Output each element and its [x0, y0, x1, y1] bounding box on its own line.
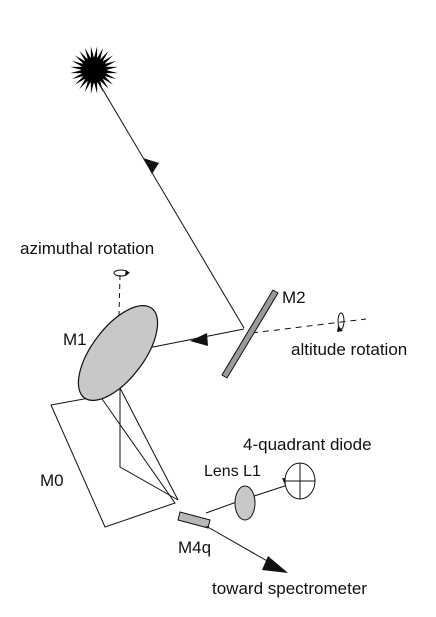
- quadrant-diode: [284, 462, 316, 500]
- sun-icon: [70, 46, 118, 94]
- lens-l1: [234, 485, 256, 521]
- label-altitude-rotation: altitude rotation: [291, 340, 407, 359]
- ray-m1-m4q: [119, 387, 179, 501]
- ray-m2-m1-arrow: [190, 333, 208, 346]
- ray-m1-m0: [119, 388, 179, 501]
- label-lens-l1: Lens L1: [204, 463, 261, 480]
- label-azimuthal-rotation: azimuthal rotation: [20, 239, 154, 258]
- mirror-m2: [221, 289, 279, 379]
- altitude-rotation-icon: [337, 312, 345, 332]
- mirror-m0: [50, 395, 176, 528]
- ray-spectrometer: [205, 525, 277, 567]
- sun-ray: [99, 84, 245, 329]
- sun-ray-arrow: [143, 158, 159, 174]
- label-4-quadrant-diode: 4-quadrant diode: [243, 435, 372, 454]
- label-toward-spectrometer: toward spectrometer: [212, 579, 367, 598]
- azimuthal-rotation-icon: [113, 269, 130, 277]
- label-m2: M2: [282, 288, 306, 307]
- altitude-axis: [251, 318, 367, 334]
- mirror-m1: [77, 305, 159, 401]
- ray-spectrometer-arrow: [262, 556, 288, 573]
- label-m1: M1: [63, 330, 87, 349]
- mirror-m4q: [177, 511, 211, 529]
- label-m4q: M4q: [178, 538, 211, 557]
- label-m0: M0: [40, 471, 64, 490]
